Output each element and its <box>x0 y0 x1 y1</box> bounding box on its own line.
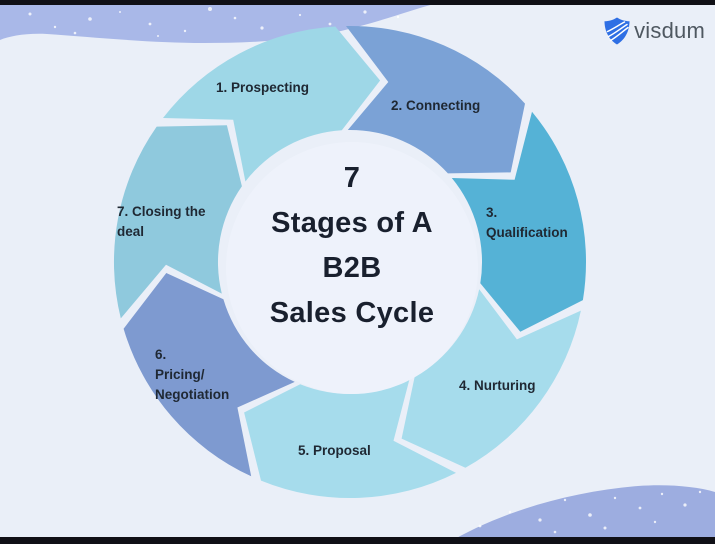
diagram-title: 7 Stages of A B2B Sales Cycle <box>269 162 435 329</box>
cycle-segment-5 <box>244 379 456 499</box>
cycle-center-circle <box>226 142 478 394</box>
bottom-edge-bar <box>0 537 715 544</box>
decor-bottom-wave <box>446 485 715 544</box>
top-edge-bar <box>0 0 715 5</box>
stage-label-qualification: 3. Qualification <box>486 205 568 240</box>
visdum-shield-icon <box>604 17 630 45</box>
stage-label-pricing-negotiation: 6. Pricing/ Negotiation <box>155 347 230 402</box>
decor-top-wave <box>0 4 434 43</box>
stage-label-nurturing: 4. Nurturing <box>459 378 536 393</box>
stage-label-closing-the-deal: 7. Closing the deal <box>117 204 206 239</box>
brand-logo: visdum <box>604 17 705 45</box>
stage-label-connecting: 2. Connecting <box>391 98 481 113</box>
brand-name: visdum <box>634 18 705 43</box>
stage-label-prospecting: 1. Prospecting <box>216 80 310 95</box>
stage-label-proposal: 5. Proposal <box>298 443 371 458</box>
